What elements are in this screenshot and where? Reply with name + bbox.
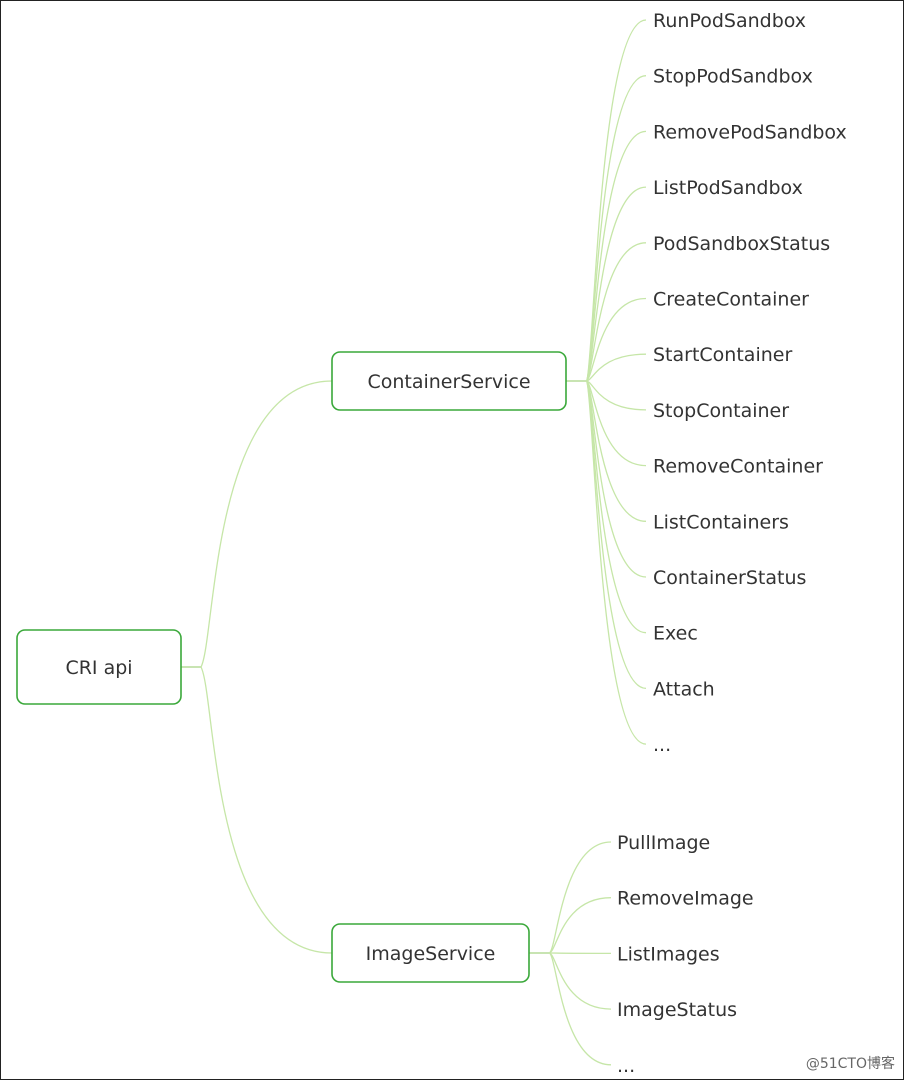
branch-leaf bbox=[549, 898, 611, 953]
leaf-node: RunPodSandbox bbox=[653, 10, 806, 32]
leaf-node: CreateContainer bbox=[653, 289, 809, 311]
leaf-node: RemoveImage bbox=[617, 888, 754, 910]
leaf-node: PodSandboxStatus bbox=[653, 233, 830, 255]
leaf-node: StopContainer bbox=[653, 400, 789, 422]
leaf-node: RemoveContainer bbox=[653, 456, 823, 478]
leaf-node: Exec bbox=[653, 623, 698, 645]
root-node-label: CRI api bbox=[65, 657, 132, 679]
service-node-label: ContainerService bbox=[367, 371, 530, 393]
branch-leaf bbox=[586, 381, 646, 688]
leaf-node: StartContainer bbox=[653, 344, 792, 366]
branch-root-to-containerservice bbox=[201, 381, 332, 667]
service-node-label: ImageService bbox=[366, 943, 496, 965]
leaf-node: ListImages bbox=[617, 943, 720, 965]
branch-leaf bbox=[586, 76, 646, 381]
mindmap-nodes: RunPodSandboxStopPodSandboxRemovePodSand… bbox=[17, 10, 847, 1077]
leaf-node: PullImage bbox=[617, 832, 710, 854]
leaf-node: ... bbox=[653, 734, 671, 756]
branch-leaf bbox=[549, 953, 611, 1009]
leaf-node: ... bbox=[617, 1055, 635, 1077]
leaf-node: StopPodSandbox bbox=[653, 66, 813, 88]
leaf-node: ImageStatus bbox=[617, 999, 737, 1021]
leaf-node: RemovePodSandbox bbox=[653, 121, 847, 143]
watermark: @51CTO博客 bbox=[806, 1053, 895, 1073]
leaf-node: Attach bbox=[653, 678, 715, 700]
leaf-node: ListPodSandbox bbox=[653, 177, 803, 199]
leaf-node: ListContainers bbox=[653, 511, 789, 533]
branch-lines bbox=[181, 20, 646, 1065]
branch-root-to-imageservice bbox=[201, 667, 332, 953]
leaf-node: ContainerStatus bbox=[653, 567, 806, 589]
